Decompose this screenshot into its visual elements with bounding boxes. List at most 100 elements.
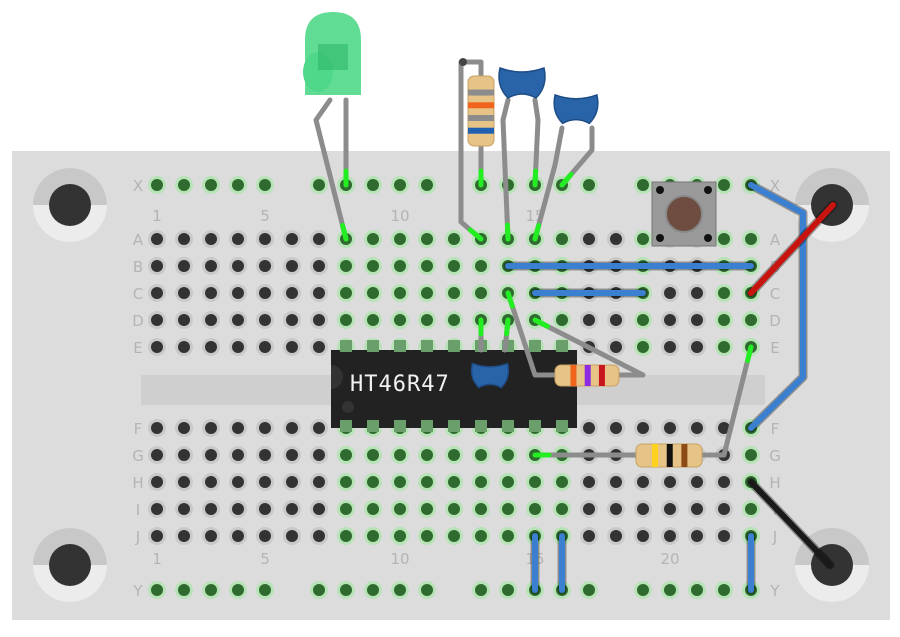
resistor2-leg-a: [505, 290, 558, 378]
hole-D23: [745, 314, 757, 326]
button-cap[interactable]: [665, 195, 703, 233]
ic-pin: [367, 340, 379, 352]
capacitor2-leg-b-tip: [559, 171, 574, 188]
resistor1-leg-a-tip: [467, 227, 484, 242]
hole-I18: [610, 503, 622, 515]
hole-E2: [178, 341, 190, 353]
hole-G5: [259, 449, 271, 461]
wire-black-ground[interactable]: [748, 479, 833, 568]
capacitor1-leg-b: [532, 97, 541, 188]
hole-E18: [610, 341, 622, 353]
led-leg-anode-tip: [340, 222, 349, 242]
capacitor1-leg-a: [500, 97, 511, 242]
hole-C10: [394, 287, 406, 299]
resistor-band: [652, 444, 659, 467]
wire-blue-rail[interactable]: [748, 182, 806, 431]
hole-I3: [205, 503, 217, 515]
hole-H20: [664, 476, 676, 488]
hole-F21: [691, 422, 703, 434]
hole-J18: [610, 530, 622, 542]
hole-D16: [556, 314, 568, 326]
ic-pin: [556, 340, 568, 352]
hole-D12: [448, 314, 460, 326]
capacitor2-leg-a-tip: [532, 222, 542, 242]
hole-D22: [718, 314, 730, 326]
hole-F19: [637, 422, 649, 434]
resistor-band: [584, 365, 591, 386]
hole-H14: [502, 476, 514, 488]
hole-Y11: [421, 584, 433, 596]
hole-J6: [286, 530, 298, 542]
hole-X7: [313, 179, 325, 191]
row-label-Y: Y: [769, 582, 780, 600]
column-label-bottom: 1: [152, 550, 162, 568]
hole-D6: [286, 314, 298, 326]
hole-H2: [178, 476, 190, 488]
hole-A1: [151, 233, 163, 245]
hole-H21: [691, 476, 703, 488]
hole-B5: [259, 260, 271, 272]
hole-F17: [583, 422, 595, 434]
resistor-band: [570, 365, 577, 386]
hole-B6: [286, 260, 298, 272]
hole-D1: [151, 314, 163, 326]
ic-pin: [529, 420, 541, 432]
row-label-G: G: [769, 447, 781, 465]
row-label-Y: Y: [132, 582, 143, 600]
hole-I10: [394, 503, 406, 515]
hole-H16: [556, 476, 568, 488]
hole-D11: [421, 314, 433, 326]
hole-A2: [178, 233, 190, 245]
hole-F1: [151, 422, 163, 434]
wire-red-power[interactable]: [748, 202, 836, 296]
hole-A12: [448, 233, 460, 245]
resistor-band: [468, 102, 494, 109]
led-leg-anode: [313, 97, 349, 242]
hole-H9: [367, 476, 379, 488]
hole-D10: [394, 314, 406, 326]
hole-C21: [691, 287, 703, 299]
hole-F5: [259, 422, 271, 434]
hole-B1: [151, 260, 163, 272]
hole-X4: [232, 179, 244, 191]
ic-pin: [421, 340, 433, 352]
mount-hole: [49, 184, 91, 226]
ic-pin: [448, 340, 460, 352]
capacitor-2: [553, 93, 599, 125]
hole-J14: [502, 530, 514, 542]
hole-E3: [205, 341, 217, 353]
capacitor-1: [498, 67, 546, 99]
hole-I5: [259, 503, 271, 515]
hole-F6: [286, 422, 298, 434]
hole-G13: [475, 449, 487, 461]
hole-C22: [718, 287, 730, 299]
hole-J8: [340, 530, 352, 542]
row-label-F: F: [771, 420, 780, 438]
hole-C13: [475, 287, 487, 299]
hole-A19: [637, 233, 649, 245]
hole-G3: [205, 449, 217, 461]
ic-pin: [340, 420, 352, 432]
hole-B2: [178, 260, 190, 272]
hole-I13: [475, 503, 487, 515]
hole-H6: [286, 476, 298, 488]
hole-C8: [340, 287, 352, 299]
hole-I9: [367, 503, 379, 515]
hole-J17: [583, 530, 595, 542]
resistor-band: [681, 444, 688, 467]
hole-B7: [313, 260, 325, 272]
column-label-top: 10: [390, 207, 409, 225]
button-pin: [656, 234, 664, 242]
hole-G12: [448, 449, 460, 461]
resistor-band: [468, 89, 494, 96]
row-label-J: J: [772, 528, 777, 546]
hole-X2: [178, 179, 190, 191]
resistor-1: [467, 75, 495, 147]
hole-Y9: [367, 584, 379, 596]
hole-Y14: [502, 584, 514, 596]
hole-G1: [151, 449, 163, 461]
hole-A3: [205, 233, 217, 245]
hole-G9: [367, 449, 379, 461]
hole-D19: [637, 314, 649, 326]
